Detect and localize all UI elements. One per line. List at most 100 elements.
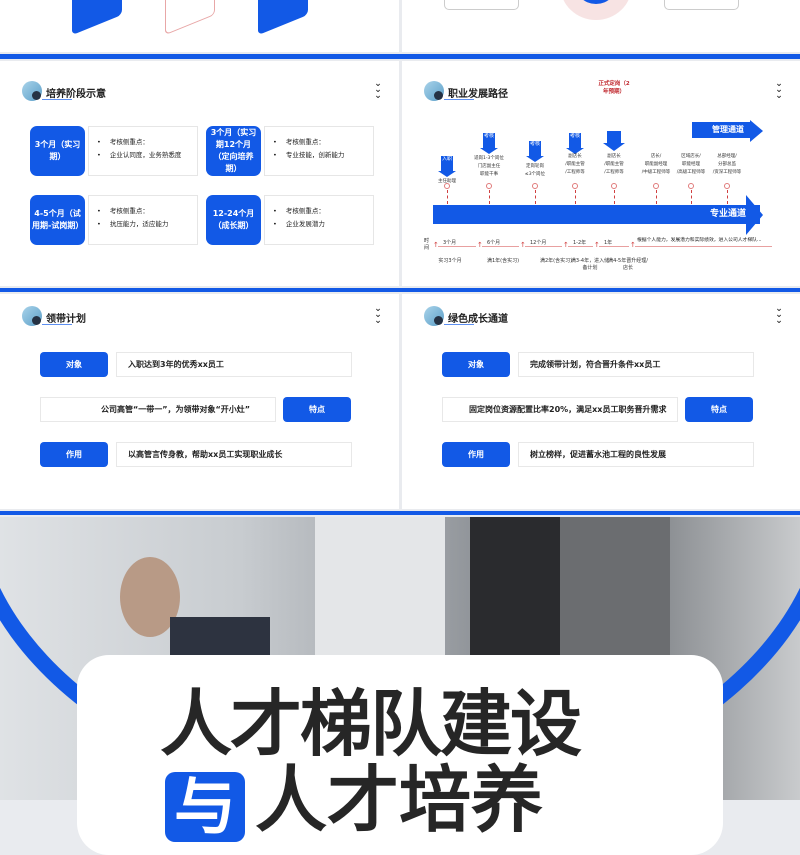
- chevron-down-icon: ⌄⌄⌄: [775, 304, 783, 326]
- stage-details: 考核侧重点：企业认同度，业务熟悉度: [88, 126, 198, 176]
- panel-title: 绿色成长通道: [448, 314, 508, 325]
- effect-button[interactable]: 作用: [442, 442, 510, 467]
- milestone-arrow-head: [526, 156, 544, 162]
- effect-text: 树立榜样，促进蓄水池工程的良性发展: [518, 442, 754, 467]
- milestone-arrow-head: [438, 171, 456, 177]
- milestone-dot: [532, 183, 538, 189]
- target-text: 完成领带计划，符合晋升条件xx员工: [518, 352, 754, 377]
- milestone-dot: [444, 183, 450, 189]
- management-arrow: 管理通道: [692, 122, 750, 138]
- formal-arrow-head: [603, 143, 625, 151]
- outline-box-right: [664, 0, 739, 10]
- divider-bar: [0, 54, 800, 59]
- timeline-segment: [482, 246, 519, 247]
- feature-button[interactable]: 特点: [283, 397, 351, 422]
- cover-connector: 与: [165, 772, 245, 842]
- professional-label: 专业通道: [709, 209, 746, 219]
- panel-title: 领带计划: [46, 314, 86, 325]
- milestone-connector: [489, 190, 490, 204]
- stage-details: 考核侧重点：专业技能，创新能力: [264, 126, 374, 176]
- stage-label: 3个月（实习期）: [30, 126, 85, 176]
- management-arrow-head: [750, 120, 763, 142]
- milestone-dot: [688, 183, 694, 189]
- timeline-segment: [438, 246, 476, 247]
- stage-label: 3个月（实习期12个月（定向培养期）: [206, 126, 261, 176]
- milestone-connector: [727, 190, 728, 204]
- title-underline: [444, 99, 474, 100]
- card-blue-2: [258, 0, 308, 36]
- professional-arrow: 专业通道: [433, 205, 760, 224]
- stage-details: 考核侧重点：企业发展潜力: [264, 195, 374, 245]
- mentor-panel: 领带计划 ⌄⌄⌄ 对象 入职达到3年的优秀xx员工 公司高管“一带一”，为领带对…: [0, 294, 399, 509]
- title-underline: [42, 99, 72, 100]
- feature-button[interactable]: 特点: [685, 397, 753, 422]
- milestone-arrow-head: [480, 148, 498, 154]
- green-channel-panel: 绿色成长通道 ⌄⌄⌄ 对象 完成领带计划，符合晋升条件xx员工 固定岗位资源配置…: [402, 294, 800, 509]
- timeline-tick-icon: ↑: [563, 241, 569, 249]
- timeline-tick-icon: ↑: [520, 241, 526, 249]
- professional-arrow-head: [746, 195, 763, 235]
- timeline-segment: [525, 246, 562, 247]
- milestone-text: 副店长/职能主管/工程师等: [604, 154, 624, 175]
- stage-label: 满2年(含实习): [539, 258, 573, 264]
- target-button[interactable]: 对象: [442, 352, 510, 377]
- top-left-panel: [0, 0, 399, 52]
- milestone-dot: [724, 183, 730, 189]
- top-right-panel: [402, 0, 800, 52]
- milestone-dot: [572, 183, 578, 189]
- career-note: 根据个人能力，发展潜力和实际绩效，进入公司人才梯队...: [637, 238, 762, 243]
- formal-position-label: 正式定岗（2年预期）: [598, 81, 630, 95]
- target-button[interactable]: 对象: [40, 352, 108, 377]
- timeline-segment: [599, 246, 629, 247]
- milestone-dot: [653, 183, 659, 189]
- cover-title-line2: 人才培养: [255, 758, 544, 842]
- timeline-tick-icon: ↑: [477, 241, 483, 249]
- career-panel: 职业发展路径 ⌄⌄⌄ 正式定岗（2年预期） 管理通道 专业通道 时间 根据个人能…: [402, 61, 800, 286]
- feature-text: 公司高管“一带一”，为领带对象“开小灶”: [40, 397, 276, 422]
- cover-title-line1: 人才梯队建设: [160, 682, 582, 766]
- divider-bar: [0, 288, 800, 292]
- stage-details: 考核侧重点：抗压能力，适应能力: [88, 195, 198, 245]
- timeline-segment: [568, 246, 593, 247]
- milestone-arrow-head: [566, 148, 584, 154]
- title-underline: [42, 324, 72, 325]
- stages-panel: 培养阶段示意 ⌄⌄⌄ 3个月（实习期） 考核侧重点：企业认同度，业务熟悉度 3个…: [0, 61, 399, 286]
- milestone-text: 店长/职能副经理/中级工程师等: [641, 154, 671, 175]
- milestone-text: 副店长/职能主管/工程师等: [565, 154, 585, 175]
- effect-button[interactable]: 作用: [40, 442, 108, 467]
- milestone-dot: [486, 183, 492, 189]
- chevron-down-icon: ⌄⌄⌄: [374, 304, 382, 326]
- stage-label: 满3-4年，进入储备计划: [570, 258, 610, 271]
- management-label: 管理通道: [712, 125, 744, 134]
- chevron-down-icon: ⌄⌄⌄: [374, 79, 382, 101]
- milestone-text: 定岗轮岗≤3个岗位: [524, 164, 546, 177]
- section-logo-icon: [22, 306, 42, 326]
- timeline-tick-icon: ↑: [433, 241, 439, 249]
- milestone-text: 适岗1-3个岗位门店副主任职能干事: [474, 156, 504, 177]
- duration-label: 3个月: [443, 240, 457, 246]
- divider-bar: [0, 511, 800, 515]
- card-blue-1: [72, 0, 122, 36]
- milestone-connector: [691, 190, 692, 204]
- section-logo-icon: [22, 81, 42, 101]
- milestone-arrow-icon: 入职: [441, 156, 453, 171]
- milestone-text: 区域店长/职能经理/高级工程师等: [676, 154, 706, 175]
- duration-label: 6个月: [487, 240, 501, 246]
- milestone-arrow-icon: 考核: [483, 133, 495, 148]
- milestone-dot: [611, 183, 617, 189]
- milestone-connector: [575, 190, 576, 204]
- panel-title: 职业发展路径: [448, 89, 508, 100]
- milestone-connector: [447, 190, 448, 204]
- duration-label: 1-2年: [573, 240, 587, 246]
- stage-label: 满4-5年晋升经理/店长: [608, 258, 648, 271]
- timeline-tick-icon: ↑: [594, 241, 600, 249]
- milestone-text: 主任助理: [438, 179, 456, 184]
- card-white: [165, 0, 215, 36]
- section-logo-icon: [424, 81, 444, 101]
- milestone-arrow-icon: 考核: [569, 133, 581, 148]
- duration-label: 1年: [604, 240, 613, 246]
- stage-label: 实习3个月: [438, 258, 462, 264]
- chevron-down-icon: ⌄⌄⌄: [775, 79, 783, 101]
- circle-graphic: [560, 0, 632, 20]
- milestone-text: 总部经理/分部总监/资深工程师等: [712, 154, 742, 175]
